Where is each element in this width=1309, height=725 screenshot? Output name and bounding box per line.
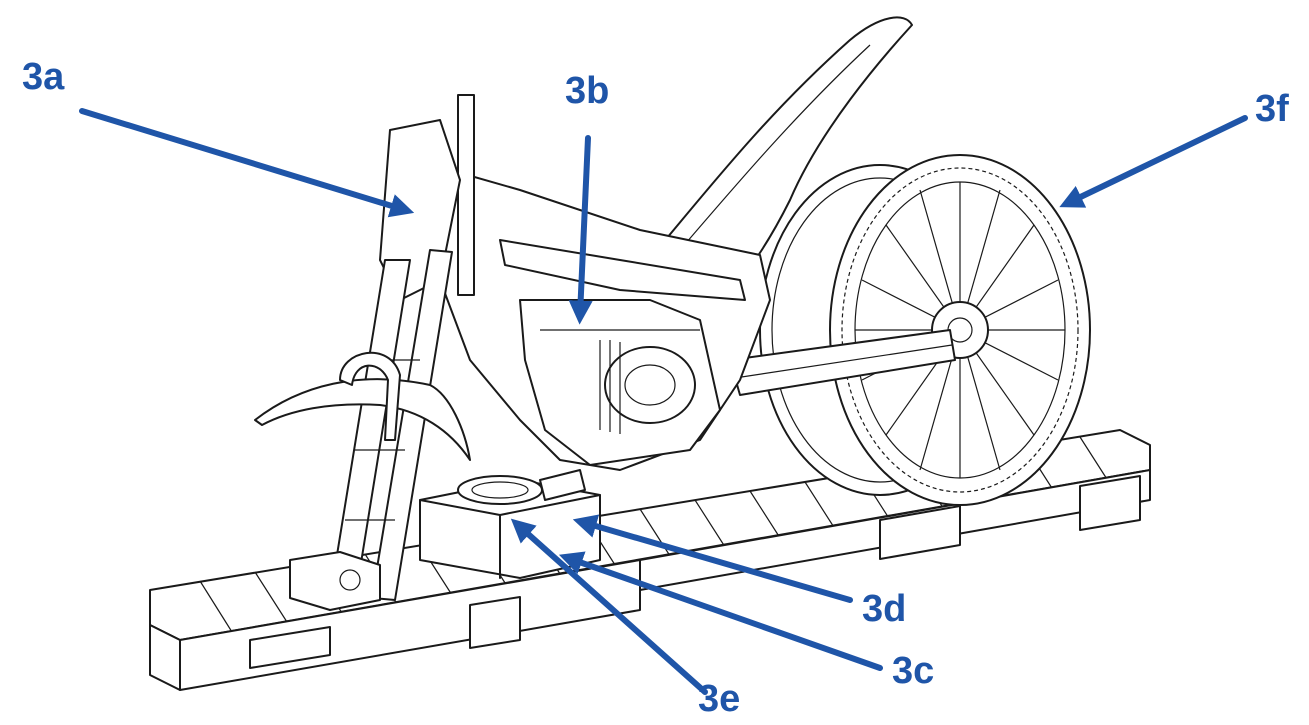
callout-3f: 3f	[1255, 88, 1289, 130]
callout-3c: 3c	[892, 650, 935, 692]
leader-3d	[572, 514, 853, 603]
leader-3b	[568, 135, 593, 325]
frame	[439, 169, 771, 471]
callout-3b: 3b	[565, 70, 610, 112]
callout-3e: 3e	[698, 678, 741, 720]
leader-3f	[1059, 115, 1248, 208]
callout-3a: 3a	[22, 56, 65, 98]
rear-wheels	[759, 154, 1091, 506]
front-fork	[329, 249, 453, 601]
callout-3d: 3d	[862, 588, 907, 630]
leader-3c	[558, 551, 883, 671]
seat-box	[419, 479, 601, 579]
fork-base-block	[289, 551, 381, 611]
fork-bracket	[339, 351, 401, 441]
leader-3a	[79, 108, 415, 218]
leader-lines	[79, 108, 1248, 695]
leader-3e	[510, 518, 708, 695]
footrest-part	[457, 469, 586, 505]
